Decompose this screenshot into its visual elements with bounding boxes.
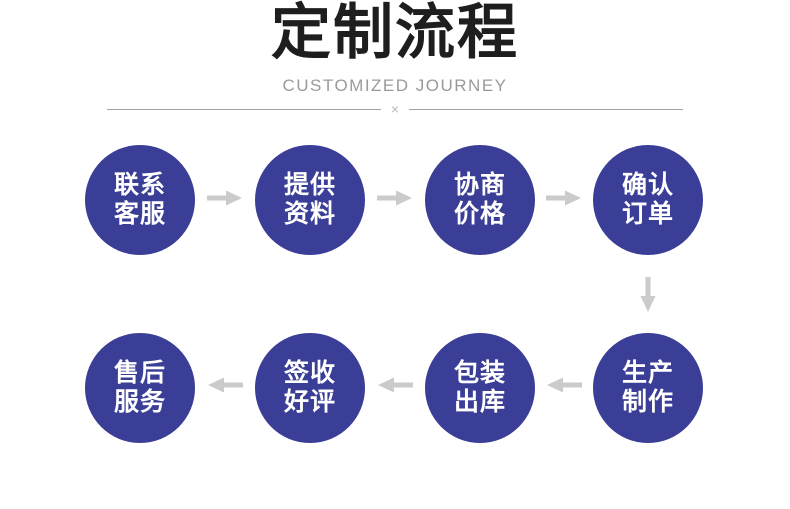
step-label-line: 售后 [113, 359, 166, 387]
step-packing-shipment: 包装 出库 [425, 333, 535, 443]
step-label-line: 订单 [621, 200, 674, 228]
step-production: 生产 制作 [593, 333, 703, 443]
step-sign-review: 签收 好评 [255, 333, 365, 443]
step-label-line: 出库 [453, 388, 506, 416]
step-label-line: 包装 [453, 359, 506, 387]
step-provide-materials: 提供 资料 [255, 145, 365, 255]
arrow-right-icon [377, 189, 413, 207]
step-label-line: 签收 [283, 359, 336, 387]
arrow-down-icon [639, 277, 657, 313]
step-label-line: 服务 [113, 388, 166, 416]
step-label-line: 好评 [283, 388, 336, 416]
arrow-right-icon [546, 189, 582, 207]
step-label-line: 制作 [621, 388, 674, 416]
step-contact-service: 联系 客服 [85, 145, 195, 255]
step-after-sales: 售后 服务 [85, 333, 195, 443]
step-label-line: 生产 [621, 359, 674, 387]
step-confirm-order: 确认 订单 [593, 145, 703, 255]
title-divider: × [107, 101, 683, 117]
arrow-left-icon [377, 376, 413, 394]
step-label-line: 协商 [453, 171, 506, 199]
step-label-line: 提供 [283, 171, 336, 199]
step-label-line: 资料 [283, 200, 336, 228]
divider-line-right [409, 108, 683, 110]
page-title: 定制流程 [271, 0, 519, 66]
step-label-line: 确认 [621, 171, 674, 199]
divider-line-left [107, 108, 381, 110]
arrow-left-icon [546, 376, 582, 394]
step-label-line: 联系 [113, 171, 166, 199]
step-label-line: 价格 [453, 200, 506, 228]
arrow-left-icon [207, 376, 243, 394]
step-negotiate-price: 协商 价格 [425, 145, 535, 255]
arrow-right-icon [207, 189, 243, 207]
step-label-line: 客服 [113, 200, 166, 228]
divider-x-icon: × [390, 101, 400, 117]
page-subtitle: CUSTOMIZED JOURNEY [282, 76, 508, 95]
